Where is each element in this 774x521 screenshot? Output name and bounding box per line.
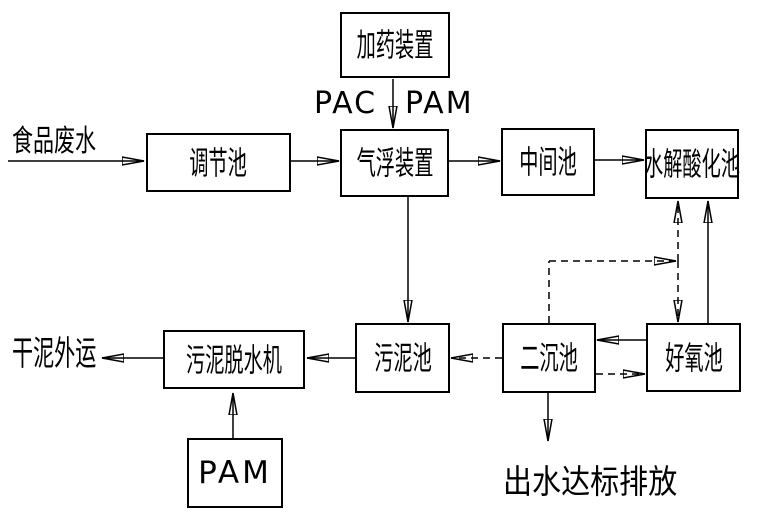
node-regulating-tank: 调节池 bbox=[146, 133, 291, 192]
node-sludge-dewatering-machine: 污泥脱水机 bbox=[163, 330, 305, 389]
node-air-flotation-device: 气浮装置 bbox=[340, 129, 449, 197]
node-sludge-dewatering-machine-label: 污泥脱水机 bbox=[186, 340, 283, 379]
node-dosing-device-label: 加药装置 bbox=[356, 26, 434, 64]
node-intermediate-tank-label: 中间池 bbox=[519, 143, 577, 181]
node-hydrolysis-acidification-tank: 水解酸化池 bbox=[644, 129, 741, 199]
label-influent: 食品废水 bbox=[12, 124, 96, 159]
node-air-flotation-device-label: 气浮装置 bbox=[356, 144, 433, 182]
node-regulating-tank-label: 调节池 bbox=[189, 143, 248, 182]
label-pam-chemical: PAM bbox=[405, 86, 474, 121]
label-dry-sludge-out: 干泥外运 bbox=[12, 334, 97, 374]
node-aerobic-tank-label: 好氧池 bbox=[664, 338, 723, 377]
node-intermediate-tank: 中间池 bbox=[501, 128, 595, 196]
node-pam-dosing-label: PAM bbox=[198, 454, 272, 491]
node-sludge-tank: 污泥池 bbox=[355, 323, 450, 393]
node-secondary-sedimentation-tank: 二沉池 bbox=[502, 323, 596, 393]
node-sludge-tank-label: 污泥池 bbox=[373, 339, 432, 377]
node-pam-dosing: PAM bbox=[187, 438, 283, 508]
node-aerobic-tank: 好氧池 bbox=[646, 323, 741, 392]
label-pac-chemical: PAC bbox=[314, 86, 378, 121]
label-effluent-discharge: 出水达标排放 bbox=[503, 462, 678, 501]
node-hydrolysis-acidification-tank-label: 水解酸化池 bbox=[644, 145, 741, 183]
node-secondary-sedimentation-tank-label: 二沉池 bbox=[520, 339, 578, 377]
node-dosing-device: 加药装置 bbox=[340, 12, 450, 78]
